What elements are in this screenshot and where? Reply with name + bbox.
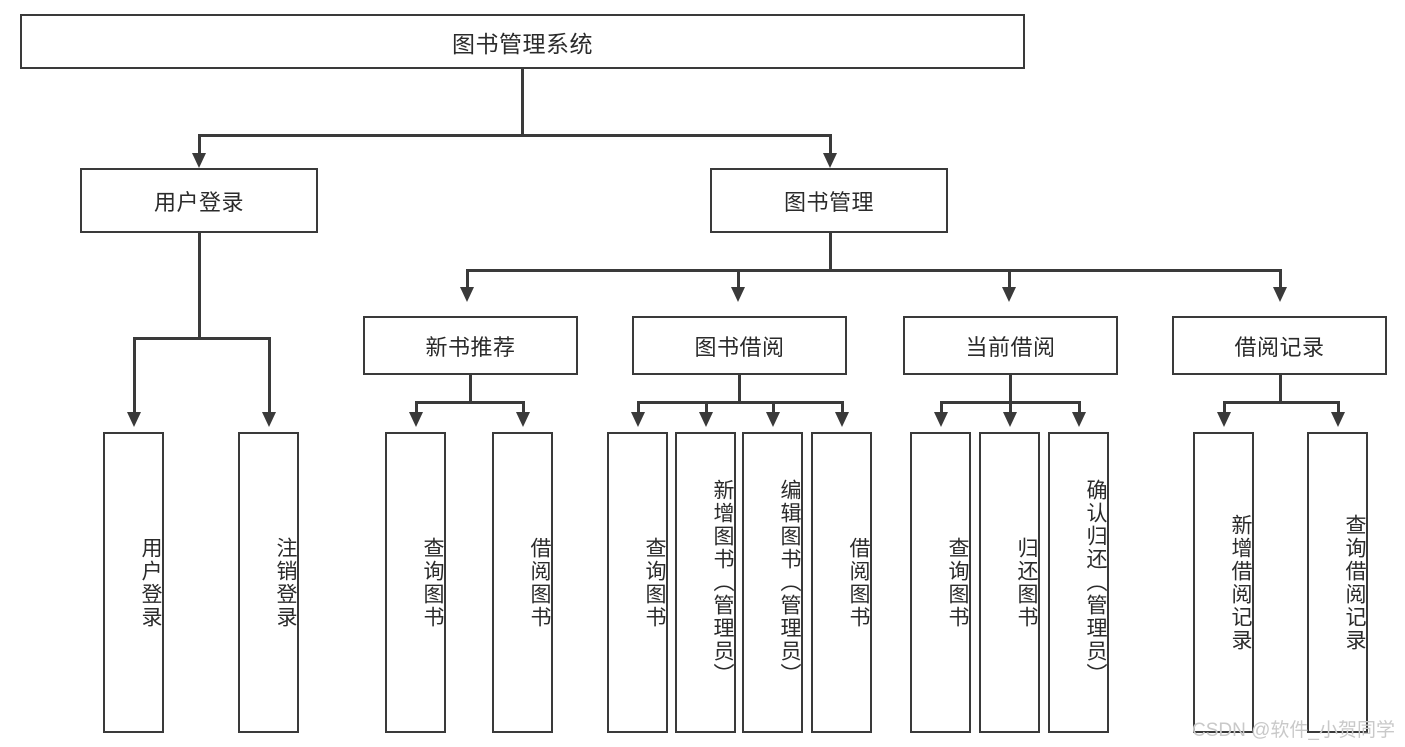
- node-label: 用户登录: [153, 189, 244, 215]
- connector-root-bus: [198, 134, 832, 137]
- connector-root-drop-right: [829, 134, 832, 155]
- node-root-book-management-system[interactable]: 图书管理系统: [20, 14, 1025, 69]
- node-label: 借阅图书: [528, 536, 551, 629]
- node-label: 新书推荐: [425, 334, 516, 360]
- node-label: 新增借阅记录: [1229, 513, 1252, 652]
- arrow-to-leaf-user-login: [127, 412, 141, 427]
- leaf-query-book-cb[interactable]: 查询图书: [910, 432, 971, 733]
- arrow-bb-leaf-1: [631, 412, 645, 427]
- arrow-to-current-borrow: [1002, 287, 1016, 302]
- node-label: 图书管理系统: [452, 30, 593, 57]
- node-book-borrow[interactable]: 图书借阅: [632, 316, 847, 375]
- node-new-book-recommend[interactable]: 新书推荐: [363, 316, 578, 375]
- leaf-add-borrow-record[interactable]: 新增借阅记录: [1193, 432, 1254, 733]
- connector-book-management-bus: [466, 269, 1281, 272]
- connector-bb-drop-1: [637, 401, 640, 414]
- node-label: 编辑图书（管理员）: [778, 479, 801, 686]
- connector-bm-drop-4: [1279, 269, 1282, 289]
- connector-nbr-drop-1: [415, 401, 418, 414]
- leaf-logout[interactable]: 注销登录: [238, 432, 299, 733]
- connector-br-drop-2: [1337, 401, 1340, 414]
- node-label: 归还图书: [1015, 536, 1038, 629]
- connector-cb-drop-3: [1078, 401, 1081, 414]
- connector-user-login-bus: [133, 337, 270, 340]
- connector-user-login-drop-2: [268, 337, 271, 414]
- arrow-bb-leaf-4: [835, 412, 849, 427]
- arrow-cb-leaf-2: [1003, 412, 1017, 427]
- node-label: 借阅图书: [847, 536, 870, 629]
- node-label: 确认归还（管理员）: [1084, 479, 1107, 686]
- arrow-br-leaf-1: [1217, 412, 1231, 427]
- leaf-confirm-return-admin[interactable]: 确认归还（管理员）: [1048, 432, 1109, 733]
- leaf-query-book-bb[interactable]: 查询图书: [607, 432, 668, 733]
- connector-bb-drop-2: [705, 401, 708, 414]
- node-label: 查询图书: [421, 536, 444, 629]
- connector-bm-drop-2: [737, 269, 740, 289]
- node-label: 新增图书（管理员）: [711, 479, 734, 686]
- leaf-query-borrow-record[interactable]: 查询借阅记录: [1307, 432, 1368, 733]
- node-label: 借阅记录: [1234, 334, 1325, 360]
- arrow-cb-leaf-1: [934, 412, 948, 427]
- node-label: 用户登录: [139, 536, 162, 629]
- connector-root-drop-left: [198, 134, 201, 155]
- node-label: 注销登录: [274, 536, 297, 629]
- leaf-borrow-book-bb[interactable]: 借阅图书: [811, 432, 872, 733]
- arrow-root-to-book-management: [823, 153, 837, 168]
- connector-cb-drop-1: [940, 401, 943, 414]
- arrow-bb-leaf-3: [766, 412, 780, 427]
- leaf-user-login[interactable]: 用户登录: [103, 432, 164, 733]
- connector-bb-stem: [738, 375, 741, 403]
- node-book-management[interactable]: 图书管理: [710, 168, 948, 233]
- connector-cb-drop-2: [1009, 401, 1012, 414]
- leaf-add-book-admin[interactable]: 新增图书（管理员）: [675, 432, 736, 733]
- connector-nbr-drop-2: [522, 401, 525, 414]
- leaf-return-book[interactable]: 归还图书: [979, 432, 1040, 733]
- connector-root-stem: [521, 69, 524, 135]
- node-label: 图书管理: [783, 189, 874, 215]
- arrow-nbr-leaf-2: [516, 412, 530, 427]
- node-user-login[interactable]: 用户登录: [80, 168, 318, 233]
- arrow-to-borrow-record: [1273, 287, 1287, 302]
- connector-br-stem: [1279, 375, 1282, 403]
- node-label: 当前借阅: [965, 334, 1056, 360]
- connector-cb-stem: [1009, 375, 1012, 403]
- connector-nbr-bus: [415, 401, 525, 404]
- connector-nbr-stem: [469, 375, 472, 403]
- connector-book-management-stem: [829, 233, 832, 271]
- connector-bb-drop-4: [841, 401, 844, 414]
- arrow-to-new-book-recommend: [460, 287, 474, 302]
- node-label: 查询图书: [643, 536, 666, 629]
- arrow-br-leaf-2: [1331, 412, 1345, 427]
- connector-br-bus: [1223, 401, 1340, 404]
- connector-user-login-drop-1: [133, 337, 136, 414]
- leaf-query-book-nbr[interactable]: 查询图书: [385, 432, 446, 733]
- arrow-to-leaf-logout: [262, 412, 276, 427]
- connector-bm-drop-3: [1008, 269, 1011, 289]
- arrow-to-book-borrow: [731, 287, 745, 302]
- connector-user-login-stem: [198, 233, 201, 339]
- leaf-edit-book-admin[interactable]: 编辑图书（管理员）: [742, 432, 803, 733]
- leaf-borrow-book-nbr[interactable]: 借阅图书: [492, 432, 553, 733]
- watermark-csdn: CSDN @软件_小贺同学: [1192, 720, 1395, 741]
- node-borrow-record[interactable]: 借阅记录: [1172, 316, 1387, 375]
- connector-bb-bus: [637, 401, 843, 404]
- arrow-cb-leaf-3: [1072, 412, 1086, 427]
- connector-br-drop-1: [1223, 401, 1226, 414]
- connector-bm-drop-1: [466, 269, 469, 289]
- arrow-bb-leaf-2: [699, 412, 713, 427]
- node-label: 查询图书: [946, 536, 969, 629]
- arrow-root-to-user-login: [192, 153, 206, 168]
- node-label: 查询借阅记录: [1343, 513, 1366, 652]
- arrow-nbr-leaf-1: [409, 412, 423, 427]
- node-label: 图书借阅: [694, 334, 785, 360]
- connector-bb-drop-3: [772, 401, 775, 414]
- node-current-borrow[interactable]: 当前借阅: [903, 316, 1118, 375]
